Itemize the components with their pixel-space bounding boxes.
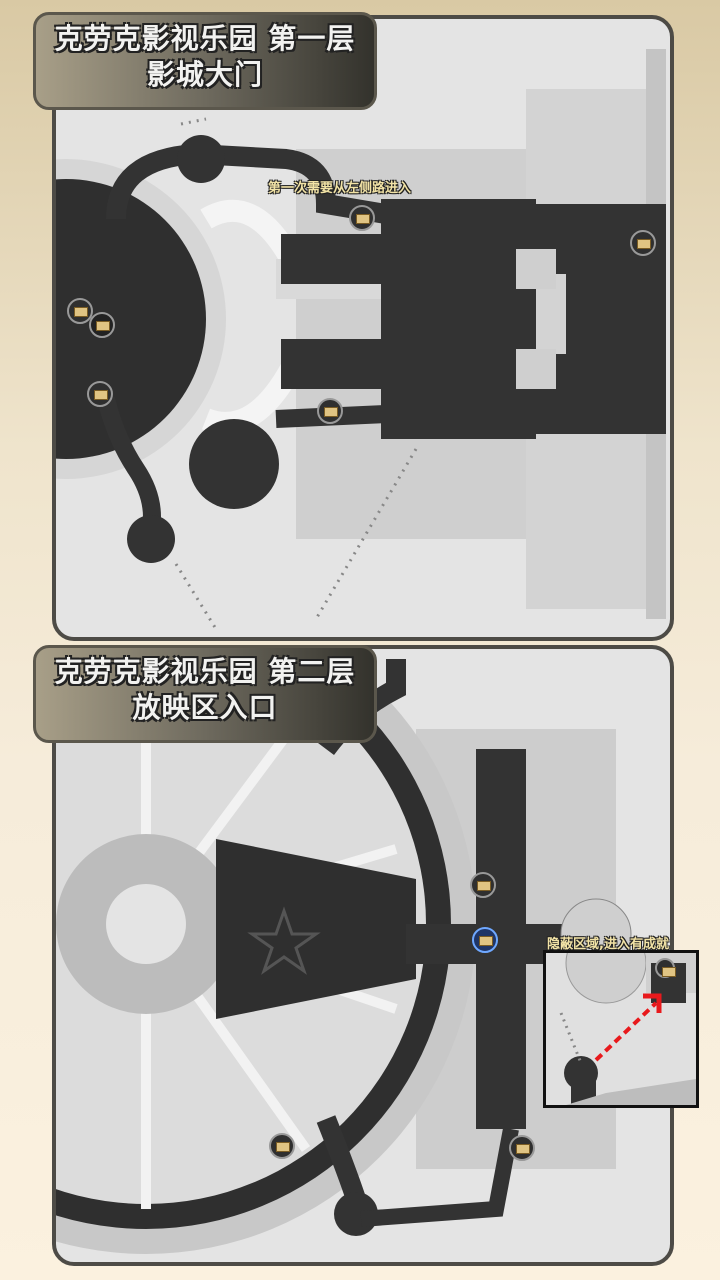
floor1-route-note: 第一次需要从左侧路进入 — [268, 181, 412, 196]
floor2-map-graphic — [56, 649, 632, 1254]
floor2-title: 克劳克影视乐园 第二层 放映区入口 — [33, 645, 377, 743]
floor2-title-line1: 克劳克影视乐园 第二层 — [54, 655, 356, 688]
chest-icon[interactable] — [87, 381, 113, 407]
chest-icon[interactable] — [349, 205, 375, 231]
floor2-title-line2: 放映区入口 — [132, 691, 278, 724]
floor1-title-line1: 克劳克影视乐园 第一层 — [54, 22, 356, 55]
chest-icon[interactable] — [317, 398, 343, 424]
chest-icon[interactable] — [470, 872, 496, 898]
chest-icon[interactable] — [509, 1135, 535, 1161]
chest-icon[interactable] — [67, 298, 93, 324]
teleport-waypoint-icon[interactable] — [472, 927, 498, 953]
hidden-area-inset — [543, 950, 699, 1108]
npc-marker-icon[interactable] — [89, 312, 115, 338]
floor1-map — [52, 15, 674, 641]
floor1-title-line2: 影城大门 — [146, 58, 263, 91]
hidden-area-note: 隐蔽区域,进入有成就 — [547, 937, 669, 952]
chest-icon[interactable] — [655, 958, 676, 978]
inset-map-graphic — [559, 953, 696, 1105]
floor1-title: 克劳克影视乐园 第一层 影城大门 — [33, 12, 377, 110]
chest-icon[interactable] — [630, 230, 656, 256]
chest-icon[interactable] — [269, 1133, 295, 1159]
floor1-map-graphic — [56, 49, 666, 630]
